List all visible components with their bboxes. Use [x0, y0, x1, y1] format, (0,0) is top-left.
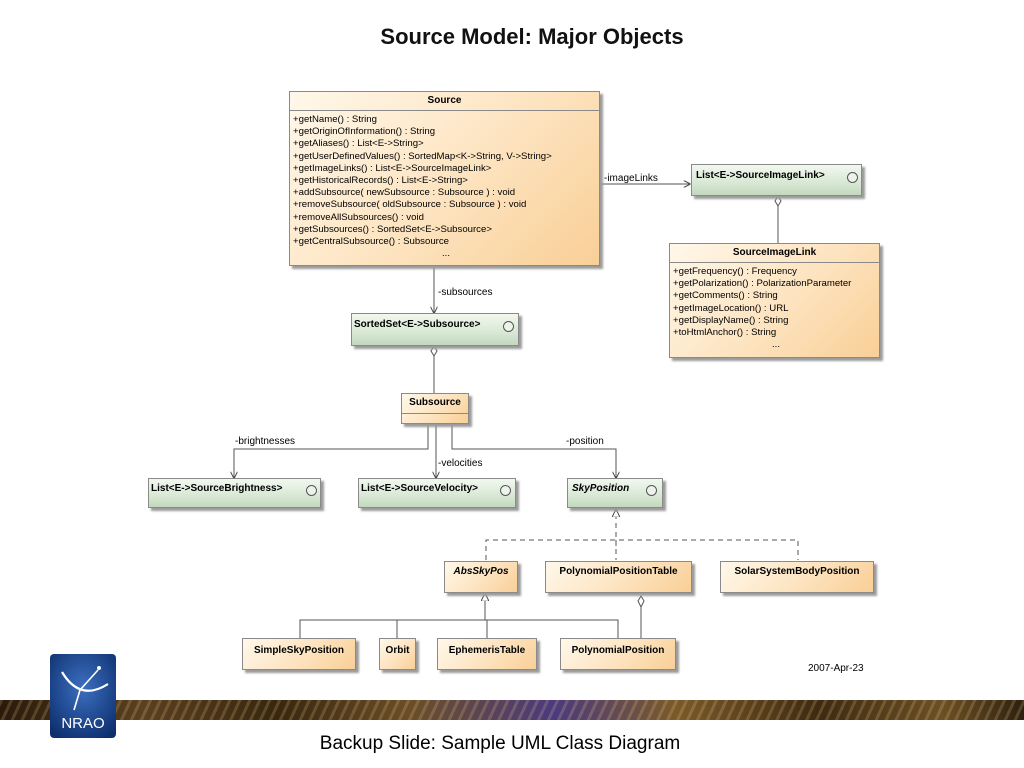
interface-skyposition[interactable]: SkyPosition	[567, 478, 663, 508]
class-sourceimagelink[interactable]: SourceImageLink +getFrequency() : Freque…	[669, 243, 880, 358]
assoc-position-line	[451, 424, 616, 478]
aggregation-diamond-subsource	[430, 345, 438, 357]
aggregation-diamond-polyposition	[637, 595, 645, 609]
class-polynomialpositiontable[interactable]: PolynomialPositionTable	[545, 561, 692, 593]
operation-ellipsis: ...	[772, 339, 780, 351]
class-sourceimagelink-operations: +getFrequency() : Frequency +getPolariza…	[670, 262, 879, 351]
interface-skyposition-name: SkyPosition	[572, 483, 630, 494]
operation: +addSubsource( newSubsource : Subsource …	[293, 187, 516, 199]
class-polynomialpositiontable-name: PolynomialPositionTable	[559, 566, 678, 577]
aggregation-diamond-imagelink	[774, 195, 782, 207]
class-orbit-name: Orbit	[385, 645, 410, 656]
operation-ellipsis: ...	[442, 248, 450, 260]
class-sourceimagelink-name: SourceImageLink	[732, 247, 817, 258]
class-absskypos[interactable]: AbsSkyPos	[444, 561, 518, 593]
operation: +getComments() : String	[673, 290, 778, 302]
operation: +removeSubsource( oldSubsource : Subsour…	[293, 199, 527, 211]
operation: +getDisplayName() : String	[673, 314, 789, 326]
class-polynomialposition-name: PolynomialPosition	[571, 645, 665, 656]
operation: +removeAllSubsources() : void	[293, 211, 424, 223]
label-subsources: -subsources	[438, 287, 493, 298]
logo-text: NRAO	[61, 715, 104, 732]
operation: +getImageLinks() : List<E->SourceImageLi…	[293, 162, 492, 174]
operation: +getName() : String	[293, 114, 377, 125]
operation: +getSubsources() : SortedSet<E->Subsourc…	[293, 223, 492, 235]
class-divider	[402, 413, 468, 414]
class-orbit[interactable]: Orbit	[379, 638, 416, 670]
class-solarsystembodyposition[interactable]: SolarSystemBodyPosition	[720, 561, 874, 593]
slide-date: 2007-Apr-23	[808, 663, 864, 674]
operation: +getAliases() : List<E->String>	[293, 138, 424, 150]
slide-footer: Backup Slide: Sample UML Class Diagram	[319, 733, 681, 754]
parameterized-circle-icon	[847, 172, 858, 183]
operation: +getImageLocation() : URL	[673, 302, 789, 314]
nrao-logo: NRAO	[50, 654, 116, 738]
decorative-starfield-band	[0, 700, 1024, 720]
class-sortedset-subsource[interactable]: SortedSet<E->Subsource>	[351, 313, 519, 346]
realization-branch-line	[485, 539, 799, 560]
class-list-sourcebrightness[interactable]: List<E->SourceBrightness>	[148, 478, 321, 508]
operation: +toHtmlAnchor() : String	[673, 327, 777, 339]
interface-circle-icon	[646, 485, 657, 496]
class-solarsystembodyposition-name: SolarSystemBodyPosition	[734, 566, 860, 577]
class-list-sourcebrightness-name: List<E->SourceBrightness>	[151, 483, 283, 494]
class-simpleskyposition-name: SimpleSkyPosition	[253, 645, 345, 656]
operation: +getUserDefinedValues() : SortedMap<K->S…	[293, 150, 552, 162]
class-absskypos-name: AbsSkyPos	[453, 566, 509, 577]
generalization-branch-line	[299, 619, 619, 638]
label-imagelinks: -imageLinks	[604, 173, 658, 184]
class-list-sourceimagelink-name: List<E->SourceImageLink>	[696, 170, 825, 181]
class-ephemeristable-name: EphemerisTable	[448, 645, 526, 656]
operation: +getOriginOfInformation() : String	[293, 126, 436, 138]
connector-layer	[0, 0, 799, 638]
operation: +getHistoricalRecords() : List<E->String…	[293, 175, 468, 187]
class-list-sourcevelocity[interactable]: List<E->SourceVelocity>	[358, 478, 516, 508]
parameterized-circle-icon	[503, 321, 514, 332]
operation: +getCentralSubsource() : Subsource	[293, 236, 449, 248]
class-source-name: Source	[427, 95, 462, 106]
class-sortedset-subsource-name: SortedSet<E->Subsource>	[354, 319, 481, 330]
slide-title: Source Model: Major Objects	[380, 24, 684, 49]
label-position: -position	[566, 436, 604, 447]
parameterized-circle-icon	[500, 485, 511, 496]
parameterized-circle-icon	[306, 485, 317, 496]
assoc-brightnesses-line	[234, 424, 429, 478]
class-subsource[interactable]: Subsource	[401, 393, 469, 424]
label-brightnesses: -brightnesses	[235, 436, 296, 447]
class-subsource-name: Subsource	[409, 397, 461, 408]
operation: +getFrequency() : Frequency	[673, 266, 797, 277]
class-source[interactable]: Source +getName() : String +getOriginOfI…	[289, 91, 600, 266]
operation: +getPolarization() : PolarizationParamet…	[673, 278, 852, 290]
class-ephemeristable[interactable]: EphemerisTable	[437, 638, 537, 670]
label-velocities: -velocities	[438, 458, 483, 469]
class-list-sourceimagelink[interactable]: List<E->SourceImageLink>	[691, 164, 862, 196]
class-source-operations: +getName() : String +getOriginOfInformat…	[290, 110, 599, 260]
class-simpleskyposition[interactable]: SimpleSkyPosition	[242, 638, 356, 670]
class-polynomialposition[interactable]: PolynomialPosition	[560, 638, 676, 670]
class-list-sourcevelocity-name: List<E->SourceVelocity>	[361, 483, 478, 494]
